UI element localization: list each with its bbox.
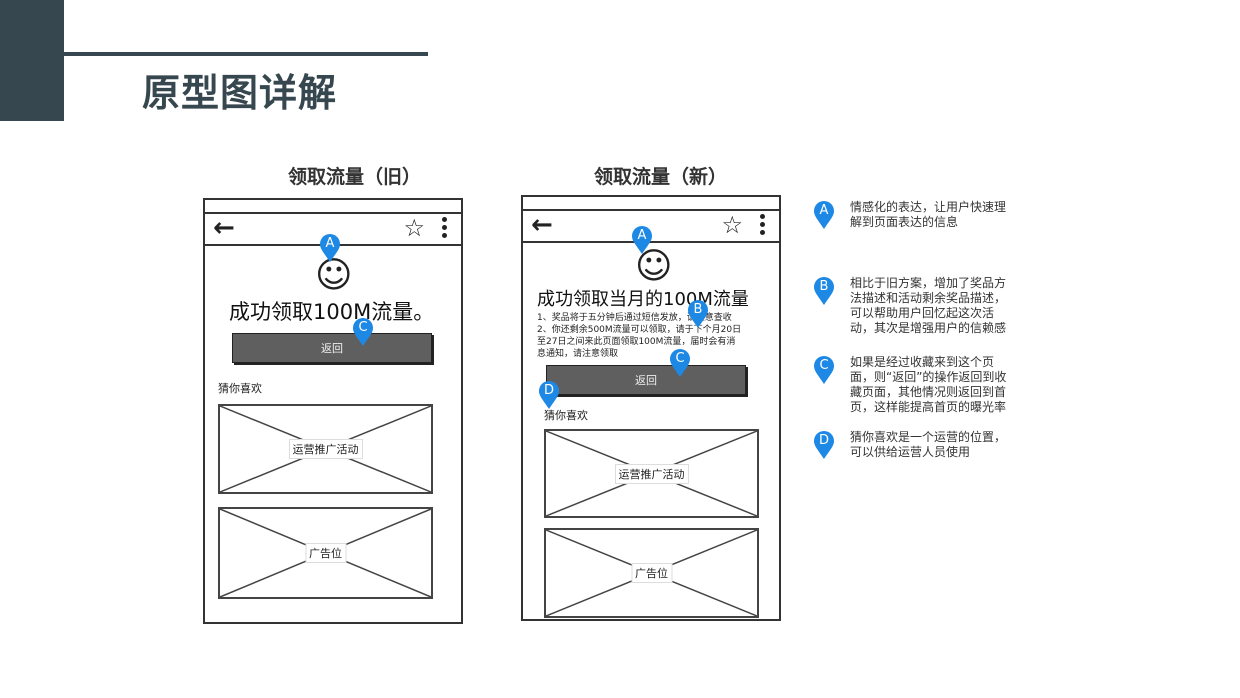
kebab-menu-icon[interactable] [442, 217, 447, 239]
star-icon[interactable]: ☆ [403, 214, 425, 242]
note-a: 情感化的表达，让用户快速理 解到页面表达的信息 [850, 200, 1006, 230]
map-pin-icon: A [813, 200, 835, 230]
new-description-line: 2、你还剩余500M流量可以领取，请于下个月20日 [537, 325, 742, 335]
new-ad-label: 广告位 [631, 563, 672, 583]
note-line: 法描述和活动剩余奖品描述， [850, 291, 1007, 305]
new-mockup-caption: 领取流量（新） [594, 166, 728, 188]
star-icon[interactable]: ☆ [721, 211, 743, 239]
note-line: 解到页面表达的信息 [850, 215, 959, 229]
note-line: 藏页面，其他情况则返回到首 [850, 385, 1007, 399]
old-guess-label: 猜你喜欢 [218, 382, 262, 395]
note-line: 如果是经过收藏来到这个页 [850, 355, 995, 369]
new-description-line: 至27日之间来此页面领取100M流量，届时会有消 [537, 337, 736, 347]
note-line: 面，则“返回”的操作返回到收 [850, 370, 1007, 384]
note-line: 情感化的表达，让用户快速理 [850, 200, 1007, 214]
map-pin-icon: C [352, 317, 374, 347]
old-mockup-caption: 领取流量（旧） [288, 166, 422, 188]
old-ad-placeholder[interactable]: 广告位 [218, 507, 433, 599]
new-ad-placeholder[interactable]: 广告位 [544, 528, 759, 618]
old-success-text: 成功领取100M流量。 [229, 300, 435, 324]
note-line: 相比于旧方案，增加了奖品方 [850, 276, 1007, 290]
smiley-icon: ☺ [635, 246, 673, 287]
arrow-left-icon[interactable]: ← [213, 213, 235, 243]
new-status-bar [523, 197, 779, 211]
new-promo-placeholder[interactable]: 运营推广活动 [544, 429, 759, 518]
new-description-line: 息通知，请注意领取 [537, 349, 619, 359]
map-pin-icon: A [319, 233, 341, 263]
map-pin-icon: D [813, 430, 835, 460]
note-line: 可以供给运营人员使用 [850, 445, 971, 459]
new-return-button[interactable]: 返回 [546, 365, 746, 395]
map-pin-icon: C [813, 355, 835, 385]
old-promo-placeholder[interactable]: 运营推广活动 [218, 404, 433, 494]
note-line: 页，这样能提高首页的曝光率 [850, 400, 1007, 414]
new-guess-label: 猜你喜欢 [544, 409, 588, 422]
old-promo-label: 运营推广活动 [288, 439, 363, 459]
map-pin-icon: C [669, 348, 691, 378]
note-d: 猜你喜欢是一个运营的位置， 可以供给运营人员使用 [850, 430, 1006, 460]
new-top-bar: ← ☆ [523, 209, 779, 243]
title-rule [64, 52, 428, 56]
note-line: 猜你喜欢是一个运营的位置， [850, 430, 1007, 444]
map-pin-icon: A [631, 225, 653, 255]
new-description: 1、奖品将于五分钟后通过短信发放，请注意查收 2、你还剩余500M流量可以领取，… [537, 312, 741, 360]
new-description-line: 1、奖品将于五分钟后通过短信发放，请注意查收 [537, 313, 732, 323]
corner-block [0, 0, 64, 121]
note-b: 相比于旧方案，增加了奖品方 法描述和活动剩余奖品描述， 可以帮助用户回忆起这次活… [850, 276, 1006, 336]
map-pin-icon: B [687, 299, 709, 329]
arrow-left-icon[interactable]: ← [531, 210, 553, 240]
map-pin-icon: D [538, 380, 560, 410]
new-phone-frame: ← ☆ ☺ 成功领取当月的100M流量 1、奖品将于五分钟后通过短信发放，请注意… [521, 195, 781, 621]
old-status-bar [205, 200, 461, 214]
page-title: 原型图详解 [142, 71, 338, 115]
note-line: 可以帮助用户回忆起这次活 [850, 306, 995, 320]
smiley-icon: ☺ [315, 255, 353, 296]
old-phone-frame: ← ☆ ☺ 成功领取100M流量。 返回 猜你喜欢 运营推广活动 广告位 [203, 198, 463, 624]
new-success-text: 成功领取当月的100M流量 [537, 289, 749, 310]
old-return-button[interactable]: 返回 [232, 333, 432, 363]
note-line: 动，其次是增强用户的信赖感 [850, 321, 1007, 335]
map-pin-icon: B [813, 276, 835, 306]
old-ad-label: 广告位 [305, 543, 346, 563]
note-c: 如果是经过收藏来到这个页 面，则“返回”的操作返回到收 藏页面，其他情况则返回到… [850, 355, 1006, 415]
kebab-menu-icon[interactable] [760, 214, 765, 236]
new-promo-label: 运营推广活动 [614, 463, 689, 484]
